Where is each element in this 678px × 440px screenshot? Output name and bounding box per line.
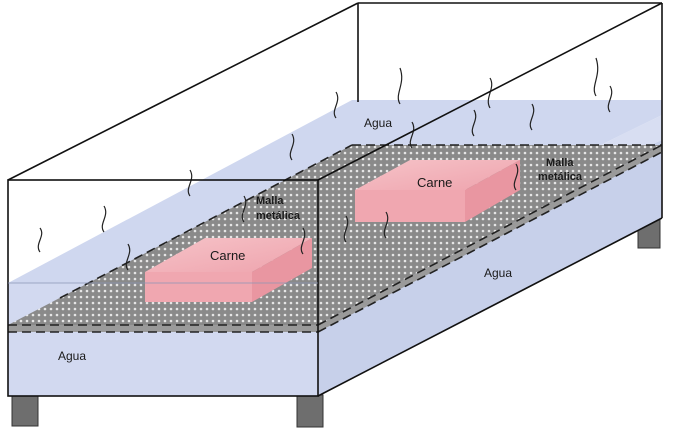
leg-front-left [11, 395, 39, 427]
label-malla-right-2: metálica [538, 171, 583, 183]
label-malla-left-1: Malla [256, 195, 284, 207]
water-side-face [318, 140, 662, 396]
label-agua-top: Agua [364, 116, 392, 130]
leg-front-right [296, 394, 324, 428]
label-carne-right: Carne [417, 175, 452, 190]
meat-right [355, 160, 520, 222]
mesh-dashed-border [8, 144, 663, 333]
label-agua-front: Agua [58, 349, 86, 363]
steam-wisps [37, 57, 613, 271]
tank-outline [7, 2, 663, 397]
label-malla-left-2: metálica [256, 210, 301, 222]
label-agua-right: Agua [484, 266, 512, 280]
label-carne-left: Carne [210, 248, 245, 263]
label-malla-right-1: Malla [546, 157, 574, 169]
meat-left [145, 238, 312, 302]
